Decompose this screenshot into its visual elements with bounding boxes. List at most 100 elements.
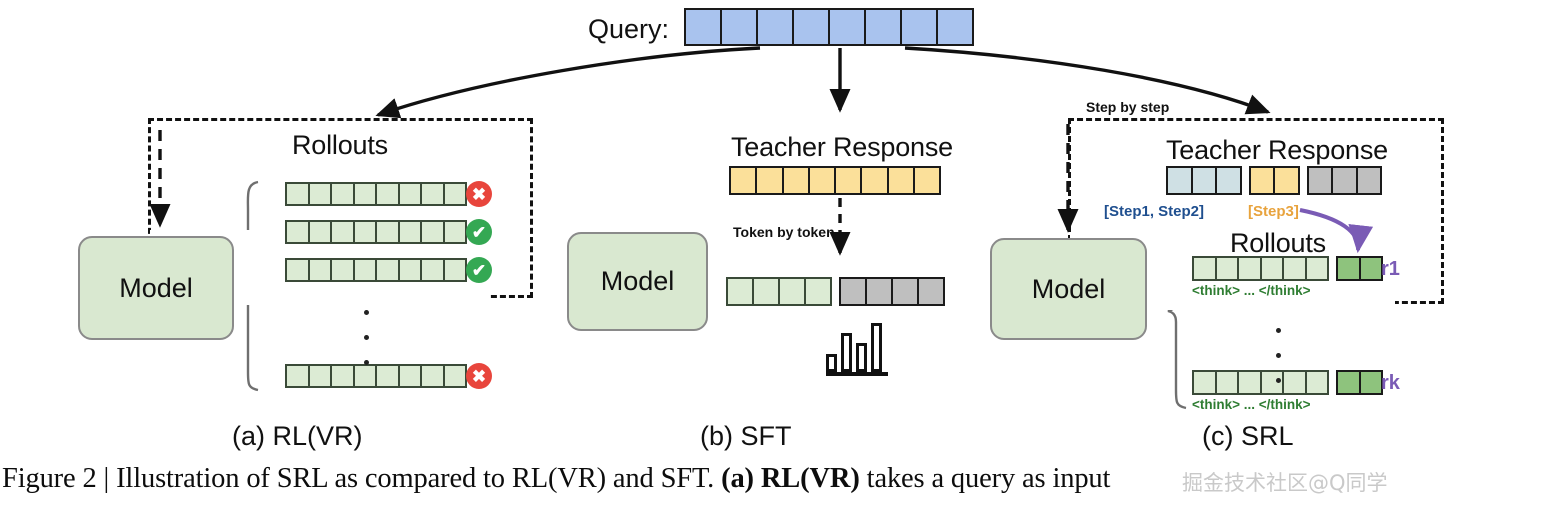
token-cell [420, 182, 445, 206]
query-token-row [684, 8, 974, 46]
token-cell [917, 277, 945, 306]
panel-c-rollout-row [1192, 256, 1383, 281]
output-token-group [726, 277, 832, 306]
token-cell [307, 364, 332, 388]
panel-c-step3-label: [Step3] [1248, 203, 1299, 220]
token-cell [442, 182, 467, 206]
panel-a-frame-mask-2 [300, 290, 490, 304]
token-cell [1336, 256, 1361, 281]
panel-c-teacher-title: Teacher Response [1166, 135, 1388, 165]
token-cell [839, 277, 867, 306]
panel-c-ellipsis [1276, 318, 1281, 393]
panel-a-ellipsis [364, 300, 369, 375]
token-cell [1214, 256, 1239, 281]
token-cell [285, 258, 310, 282]
panel-b-teacher-title: Teacher Response [731, 132, 953, 162]
token-cell [285, 182, 310, 206]
token-cell [285, 364, 310, 388]
panel-b-model-box: Model [567, 232, 708, 331]
token-cell [1214, 370, 1239, 395]
chart-bar [871, 323, 882, 372]
token-cell [420, 364, 445, 388]
think-token-group [1192, 256, 1329, 281]
token-cell [860, 166, 889, 195]
token-cell [352, 182, 377, 206]
token-cell [420, 258, 445, 282]
token-cell [807, 166, 837, 195]
token-cell [375, 258, 400, 282]
chart-bar [826, 354, 837, 372]
token-cell [828, 8, 866, 46]
panel-b-label: (b) SFT [700, 421, 792, 451]
panel-c-rollout-row [1192, 370, 1383, 395]
chart-bar [856, 343, 867, 372]
panel-c-teacher-row [1166, 166, 1382, 195]
token-cell [755, 166, 784, 195]
token-cell [865, 277, 893, 306]
token-cell [1237, 370, 1262, 395]
token-cell [756, 8, 794, 46]
token-cell [1282, 256, 1307, 281]
panel-a-rollout-row [285, 258, 467, 282]
panel-a-model-box: Model [78, 236, 234, 340]
token-cell [1192, 370, 1217, 395]
reward-cross-icon: ✖ [466, 181, 492, 207]
panel-c-model-label: Model [1031, 273, 1106, 304]
panel-b-arrow-label: Token by token [733, 224, 835, 240]
rollout-token-group [285, 220, 467, 244]
output-token-group [839, 277, 945, 306]
figure-caption: Figure 2 | Illustration of SRL as compar… [2, 463, 1541, 495]
panel-b-teacher-row [729, 166, 942, 195]
token-cell [1358, 256, 1383, 281]
panel-b-model-label: Model [600, 266, 675, 296]
token-cell [1304, 256, 1329, 281]
query-label: Query: [588, 14, 670, 44]
token-cell [1248, 166, 1275, 195]
token-cell [442, 258, 467, 282]
token-cell [1306, 166, 1333, 195]
token-cell [900, 8, 938, 46]
answer-token-group [1336, 370, 1383, 395]
token-cell [420, 220, 445, 244]
token-cell [913, 166, 942, 195]
token-cell [1190, 166, 1217, 195]
panel-a-rollout-row [285, 364, 467, 388]
reward-cross-icon: ✖ [466, 363, 492, 389]
token-cell [375, 220, 400, 244]
reward-check-icon: ✔ [466, 257, 492, 283]
token-cell [1192, 256, 1217, 281]
caption-bold: (a) RL(VR) [721, 463, 860, 494]
panel-a-model-label: Model [119, 272, 193, 303]
token-cell [352, 258, 377, 282]
token-cell [1237, 256, 1262, 281]
token-cell [1336, 370, 1361, 395]
token-cell [330, 364, 355, 388]
token-cell [442, 364, 467, 388]
token-cell [936, 8, 974, 46]
teacher-step-group [1166, 166, 1242, 195]
think-tag-label: <think> ... </think> [1192, 283, 1311, 298]
token-cell [307, 220, 332, 244]
token-cell [778, 277, 806, 306]
panel-c-label: (c) SRL [1202, 421, 1294, 451]
panel-a-rollouts-title: Rollouts [292, 130, 388, 160]
token-cell [397, 258, 422, 282]
token-cell [1355, 166, 1382, 195]
token-cell [720, 8, 758, 46]
panel-c-model-box: Model [990, 238, 1147, 340]
caption-prefix: Figure 2 | Illustration of SRL as compar… [2, 463, 722, 494]
token-cell [285, 220, 310, 244]
reward-label: rk [1381, 372, 1400, 394]
panel-c-step-label: Step by step [1086, 99, 1170, 115]
panel-c-step12-label: [Step1, Step2] [1104, 203, 1205, 220]
answer-token-group [1336, 256, 1383, 281]
panel-a-label: (a) RL(VR) [232, 421, 363, 451]
rollout-token-group [285, 258, 467, 282]
token-cell [352, 364, 377, 388]
token-cell [442, 220, 467, 244]
rollout-token-group [285, 182, 467, 206]
teacher-step-group [1306, 166, 1382, 195]
token-cell [352, 220, 377, 244]
token-cell [1215, 166, 1242, 195]
